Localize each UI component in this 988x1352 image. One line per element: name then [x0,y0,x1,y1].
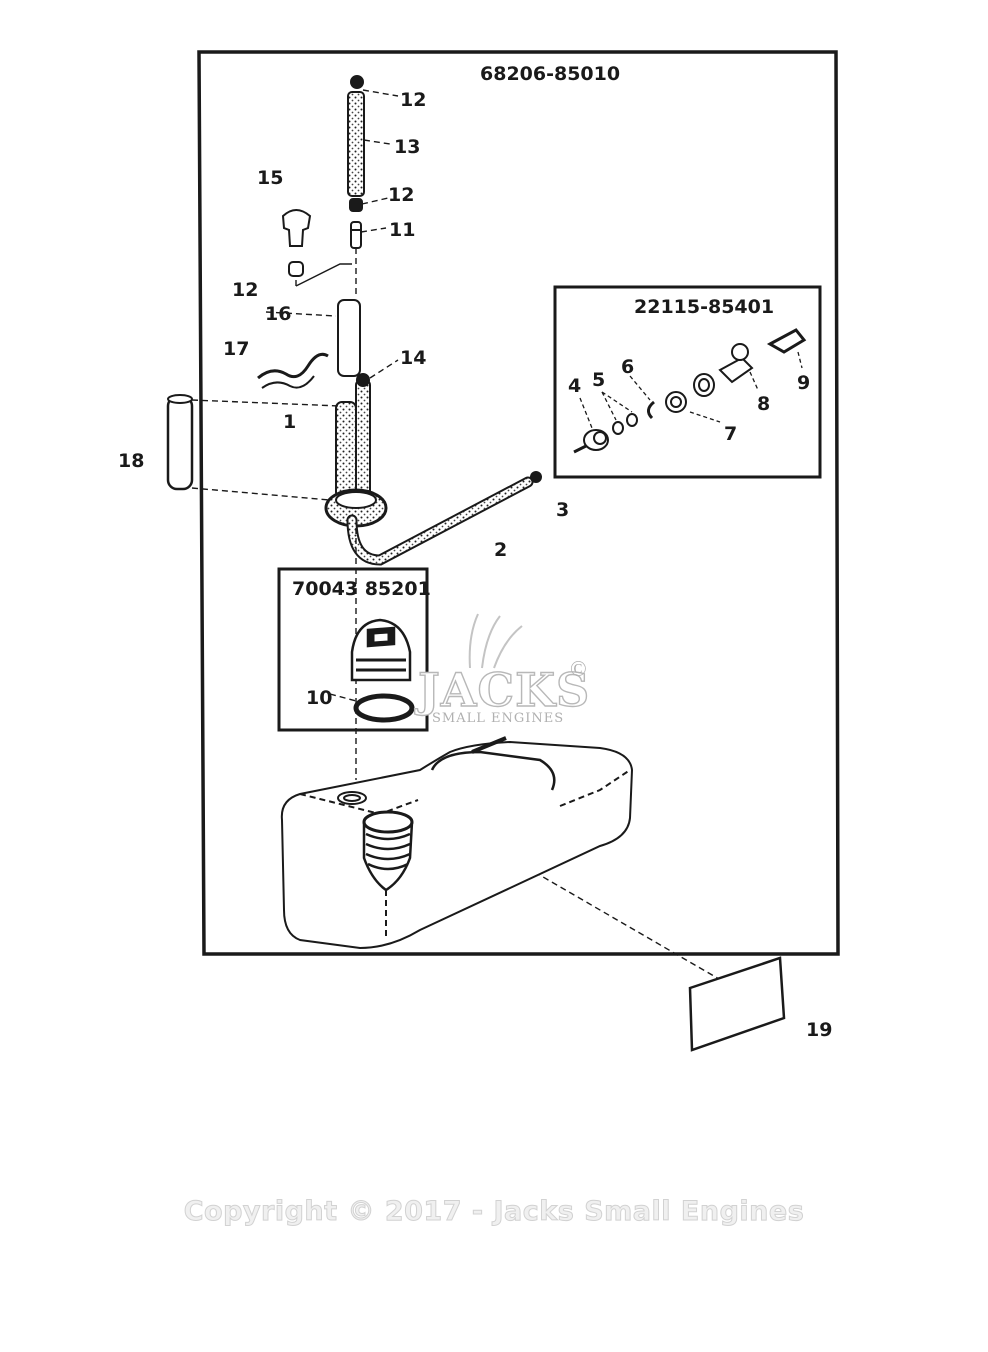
tank-fill-hole [337,791,367,805]
part-10-gasket [353,693,415,723]
main-assembly-frame [197,50,840,956]
callout-19: 19 [806,1019,832,1041]
callout-10: 10 [306,687,332,709]
callout-12-top: 12 [400,89,426,111]
part-17-clip [257,352,329,380]
callout-6: 6 [621,356,634,378]
callout-3: 3 [556,499,569,521]
callout-11: 11 [389,219,415,241]
valve-leaders [579,351,803,429]
part-16-sleeve [337,299,361,377]
watermark-copyright-symbol: © [570,656,587,681]
callout-labels: 12 13 12 11 15 12 16 17 14 1 18 3 2 4 5 … [118,89,832,1041]
part-8-lever [718,356,754,384]
callout-1: 1 [283,411,296,433]
fuel-cap-box [277,567,429,732]
filter-stack [281,75,388,528]
part-6-ring [647,400,655,420]
watermark-logo-text: JACKS [414,663,590,717]
part-3-line-end [530,471,542,483]
watermark-leaf-icon [468,613,523,669]
part-12-cap-top [350,75,364,89]
watermark-logo: JACKS © SMALL ENGINES [413,613,590,726]
fuel-cap [350,618,412,682]
fuel-tank [280,736,634,950]
callout-4: 4 [568,375,581,397]
leader-12-side [295,263,352,287]
callout-17: 17 [223,338,249,360]
copyright-watermark: Copyright © 2017 - Jacks Small Engines [183,1196,805,1228]
fuel-valve-assembly-number: 22115-85401 [634,296,774,318]
part-5-washer-a [612,421,624,435]
main-assembly-number: 68206-85010 [480,63,620,85]
part-13-filter [347,91,365,197]
part-11-connector [350,221,362,249]
callout-15: 15 [257,167,283,189]
fuel-cap-assembly-number: 70043 85201 [292,578,431,600]
fuel-valve-parts [573,328,807,454]
part-14-tube [355,379,371,499]
callout-18: 18 [118,450,144,472]
part-15-breather [281,209,312,247]
watermark-logo-subtext: SMALL ENGINES [432,711,564,726]
callout-5: 5 [592,369,605,391]
callout-14: 14 [400,347,426,369]
callout-7: 7 [724,423,737,445]
part-1-tube [335,401,357,499]
part-12-cap-side [288,261,304,277]
callout-13: 13 [394,136,420,158]
part-9-clip [766,328,807,354]
callout-12-side: 12 [232,279,258,301]
part-12-cap-mid [349,198,363,212]
fuel-cap-parts [350,618,415,723]
part-19-label [688,956,786,1052]
callout-12-mid: 12 [388,184,414,206]
callout-9: 9 [797,372,810,394]
fuel-valve-box [553,285,822,479]
callout-16: 16 [265,303,291,325]
callout-8: 8 [757,393,770,415]
callout-2: 2 [494,539,507,561]
part-18-hose [166,395,194,491]
part-5-washer-b [626,413,638,427]
